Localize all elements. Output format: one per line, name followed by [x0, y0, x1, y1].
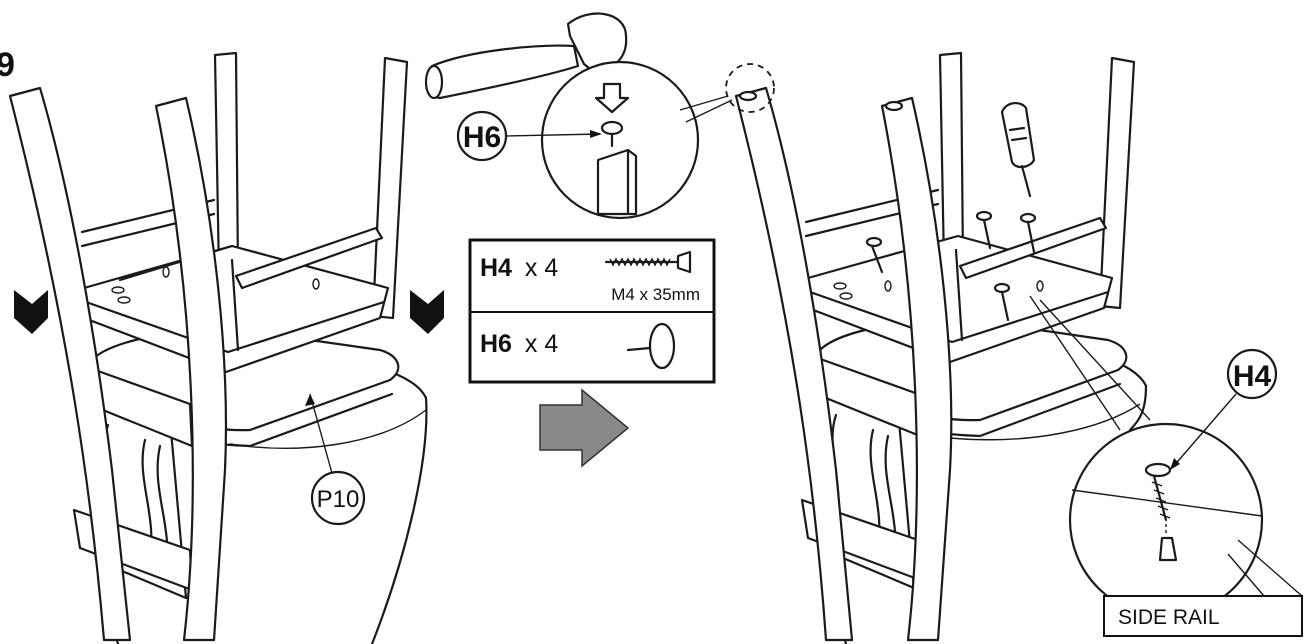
parts-row-h4: H4 x 4 [480, 254, 558, 282]
h4-size: M4 x 35mm [611, 285, 700, 304]
h4-callout-circle [1226, 348, 1278, 400]
h4-qty: x 4 [525, 254, 558, 282]
nail-detail-circle [540, 60, 700, 220]
screw-icon [1144, 462, 1172, 478]
dashed-detail-circle [725, 63, 775, 113]
p10-callout-circle [310, 470, 366, 526]
p10-label: P10 [317, 486, 360, 513]
back-upright [154, 96, 228, 642]
step-number: 9 [0, 46, 15, 84]
nail-icon [626, 322, 676, 370]
h4-code: H4 [480, 254, 512, 282]
down-chevron-icon [14, 290, 48, 334]
screwdriver-icon [1000, 102, 1036, 198]
nail-icon [600, 120, 624, 136]
parts-table [468, 238, 716, 384]
rear-leg [371, 56, 409, 320]
screw-icon [604, 250, 692, 274]
down-chevron-icon [410, 290, 444, 334]
left-chair-illustration [8, 51, 428, 644]
right-chair-illustration [734, 51, 1148, 644]
screw-icon [865, 210, 1037, 322]
arrow-down-icon [594, 82, 630, 114]
hammer-icon [424, 12, 628, 100]
h6-code: H6 [480, 330, 512, 358]
h6-label: H6 [463, 121, 501, 154]
side-rail-box [1103, 595, 1303, 637]
h4-label: H4 [1233, 360, 1272, 393]
parts-row-h6: H6 x 4 [480, 330, 558, 358]
back-upright [8, 86, 132, 642]
grey-right-arrow-icon [539, 388, 630, 468]
h6-qty: x 4 [525, 330, 558, 358]
rear-leg [213, 51, 240, 276]
side-rail-label: SIDE RAIL [1118, 606, 1220, 629]
p10-leader [309, 393, 336, 485]
